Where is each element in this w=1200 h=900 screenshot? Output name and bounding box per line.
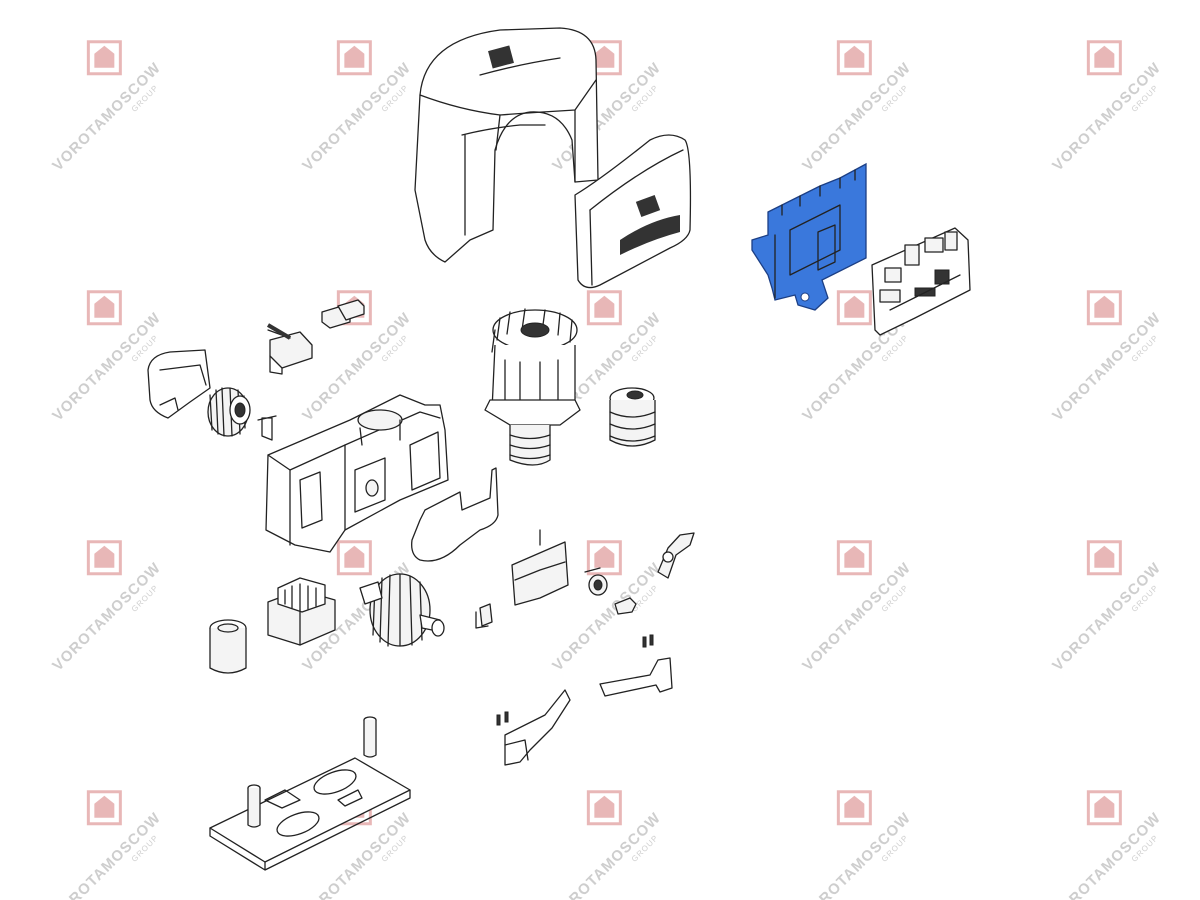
watermark-text: VOROTAMOSCOW bbox=[799, 59, 914, 174]
watermark-logo-icon bbox=[336, 540, 372, 576]
watermark-logo-icon bbox=[336, 40, 372, 76]
watermark-logo-icon bbox=[86, 290, 122, 326]
watermark-logo-icon bbox=[86, 540, 122, 576]
release-key-cylinder[interactable] bbox=[584, 567, 608, 596]
watermark-logo-icon bbox=[586, 290, 622, 326]
watermark-logo-icon bbox=[836, 290, 872, 326]
gearbox-housing[interactable] bbox=[265, 394, 449, 553]
watermark-text: VOROTAMOSCOW bbox=[1049, 309, 1164, 424]
release-lever[interactable] bbox=[657, 532, 695, 579]
release-key[interactable] bbox=[614, 597, 637, 615]
worm-gear-shaft[interactable] bbox=[359, 573, 445, 647]
housing-gasket[interactable] bbox=[411, 467, 499, 562]
spring-pins[interactable] bbox=[496, 711, 509, 726]
watermark-logo-icon bbox=[836, 790, 872, 826]
pulley-spring[interactable] bbox=[609, 387, 656, 447]
watermark-logo-icon bbox=[586, 540, 622, 576]
drive-pinion-gear[interactable] bbox=[207, 387, 251, 437]
watermark-text: VOROTAMOSCOW bbox=[1049, 59, 1164, 174]
capacitor[interactable] bbox=[209, 619, 247, 674]
end-cap[interactable] bbox=[147, 349, 211, 419]
control-board[interactable] bbox=[871, 227, 971, 336]
watermark-text: VOROTAMOSCOW bbox=[49, 559, 164, 674]
lever-pins[interactable] bbox=[642, 634, 654, 648]
electric-motor[interactable] bbox=[484, 308, 581, 466]
watermark-logo-icon bbox=[1086, 540, 1122, 576]
control-board-bracket[interactable] bbox=[751, 162, 867, 311]
connector-pair[interactable] bbox=[321, 299, 365, 329]
watermark-logo-icon bbox=[836, 540, 872, 576]
watermark-text: VOROTAMOSCOW bbox=[49, 309, 164, 424]
watermark-text: VOROTAMOSCOW bbox=[49, 59, 164, 174]
transformer[interactable] bbox=[267, 577, 336, 646]
watermark-logo-icon bbox=[86, 40, 122, 76]
small-clip[interactable] bbox=[257, 415, 277, 441]
foundation-plate[interactable] bbox=[209, 716, 411, 871]
watermark-logo-icon bbox=[836, 40, 872, 76]
watermark-logo-icon bbox=[86, 790, 122, 826]
limit-switch-holder[interactable] bbox=[511, 529, 569, 606]
fuse-connector[interactable] bbox=[475, 603, 493, 629]
watermark-text: VOROTAMOSCOW bbox=[299, 59, 414, 174]
watermark-logo-icon bbox=[586, 790, 622, 826]
watermark-logo-icon bbox=[1086, 790, 1122, 826]
watermark-text: VOROTAMOSCOW bbox=[1049, 559, 1164, 674]
top-cover[interactable] bbox=[414, 27, 599, 263]
watermark-text: VOROTAMOSCOW bbox=[799, 559, 914, 674]
watermark-logo-icon bbox=[1086, 40, 1122, 76]
front-cover[interactable] bbox=[574, 134, 692, 289]
screw-terminal-block[interactable] bbox=[266, 323, 313, 375]
limit-switch-spring[interactable] bbox=[599, 657, 673, 697]
watermark-logo-icon bbox=[1086, 290, 1122, 326]
release-arm[interactable] bbox=[504, 689, 571, 766]
